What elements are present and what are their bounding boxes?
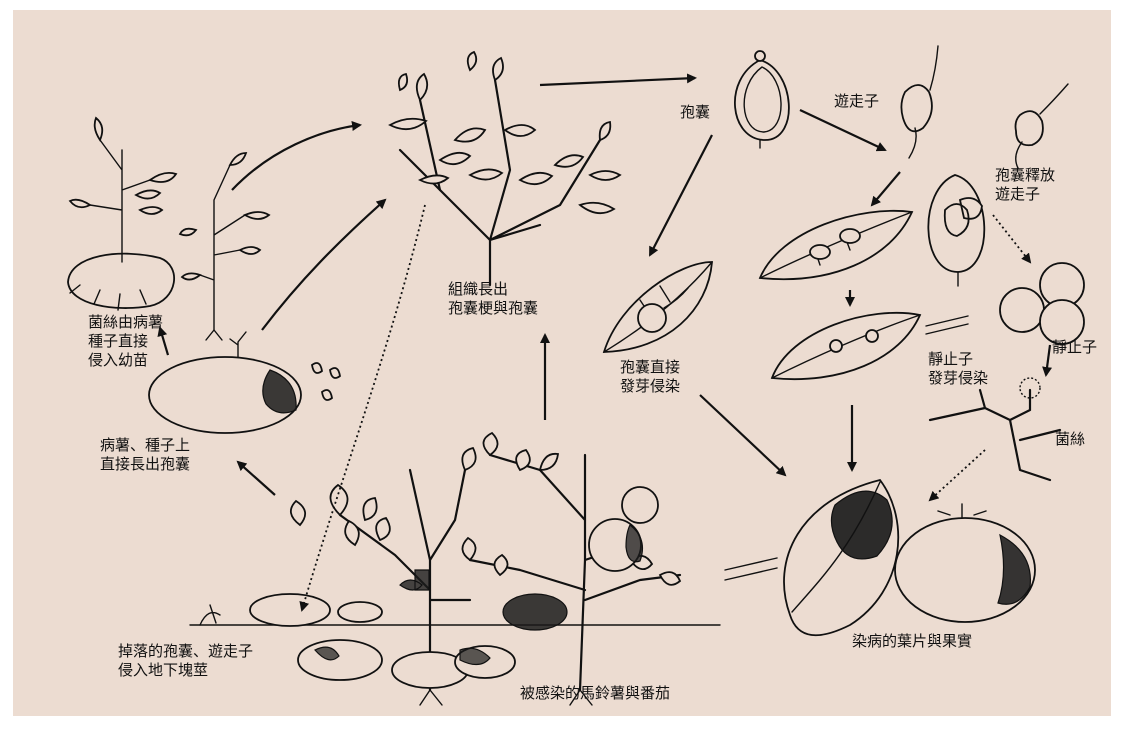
label-tuber-direct: 病薯、種子上 直接長出孢囊 — [100, 436, 190, 474]
label-infected-leaf-fruit: 染病的葉片與果實 — [852, 632, 972, 651]
arrow-direct-to-infected — [700, 395, 785, 475]
label-line: 靜止子 — [928, 350, 988, 369]
arrow-release-to-cyst — [993, 215, 1030, 262]
sporangiophore-plant — [390, 52, 620, 285]
label-sporangium: 孢囊 — [680, 103, 710, 122]
label-line: 遊走子 — [995, 185, 1055, 204]
label-line: 發芽侵染 — [620, 377, 680, 396]
label-line: 侵入地下塊莖 — [118, 661, 253, 680]
label-line: 侵入幼苗 — [88, 351, 163, 370]
label-line: 組織長出 — [448, 280, 538, 299]
arrow-zoospore-to-leaf — [872, 172, 900, 205]
label-zoospore: 遊走子 — [834, 92, 879, 111]
infected-tuber — [149, 332, 340, 433]
label-infected-plants: 被感染的馬鈴薯與番茄 — [520, 684, 670, 703]
label-tissue: 組織長出 孢囊梗與孢囊 — [448, 280, 538, 318]
arrow-cyst-to-hypha — [1046, 345, 1050, 375]
arrow-fallen-sporangia — [302, 205, 425, 610]
arrow-plants-to-tuber — [238, 462, 275, 495]
label-line: 掉落的孢囊、遊走子 — [118, 642, 253, 661]
label-direct-germination: 孢囊直接 發芽侵染 — [620, 358, 680, 396]
label-seedling: 菌絲由病薯 種子直接 侵入幼苗 — [88, 313, 163, 370]
releasing-sporangium — [928, 175, 984, 286]
hyphae — [930, 378, 1060, 480]
infected-potato-tomato-plants — [190, 433, 720, 705]
label-line: 菌絲由病薯 — [88, 313, 163, 332]
arrow-sporangium-to-zoospore — [800, 110, 885, 150]
label-fallen: 掉落的孢囊、遊走子 侵入地下塊莖 — [118, 642, 253, 680]
label-cyst-germination: 靜止子 發芽侵染 — [928, 350, 988, 388]
label-cyst: 靜止子 — [1052, 338, 1097, 357]
seedling-from-tuber — [68, 118, 176, 310]
infected-leaf-fruit — [725, 480, 1035, 635]
label-release: 孢囊釋放 遊走子 — [995, 166, 1055, 204]
cysts — [1000, 263, 1084, 344]
arrow-tuber-to-plant — [262, 200, 385, 330]
arrow-seedling-to-plant — [232, 125, 360, 190]
label-line: 種子直接 — [88, 332, 163, 351]
leaf-with-zoospores — [760, 211, 912, 279]
label-line: 發芽侵染 — [928, 369, 988, 388]
arrow-sporangium-to-leaf — [650, 135, 712, 255]
label-line: 病薯、種子上 — [100, 436, 190, 455]
label-line: 孢囊直接 — [620, 358, 680, 377]
label-line: 孢囊梗與孢囊 — [448, 299, 538, 318]
label-line: 孢囊釋放 — [995, 166, 1055, 185]
label-line: 直接長出孢囊 — [100, 455, 190, 474]
seedling-from-seed — [180, 153, 269, 340]
arrow-hypha-to-infected — [930, 450, 985, 500]
sporangium — [735, 51, 789, 148]
label-hypha: 菌絲 — [1055, 430, 1085, 449]
zoospore-group — [901, 46, 1068, 168]
arrow-plant-to-sporangium — [540, 78, 695, 85]
leaf-direct-germination — [604, 262, 712, 352]
